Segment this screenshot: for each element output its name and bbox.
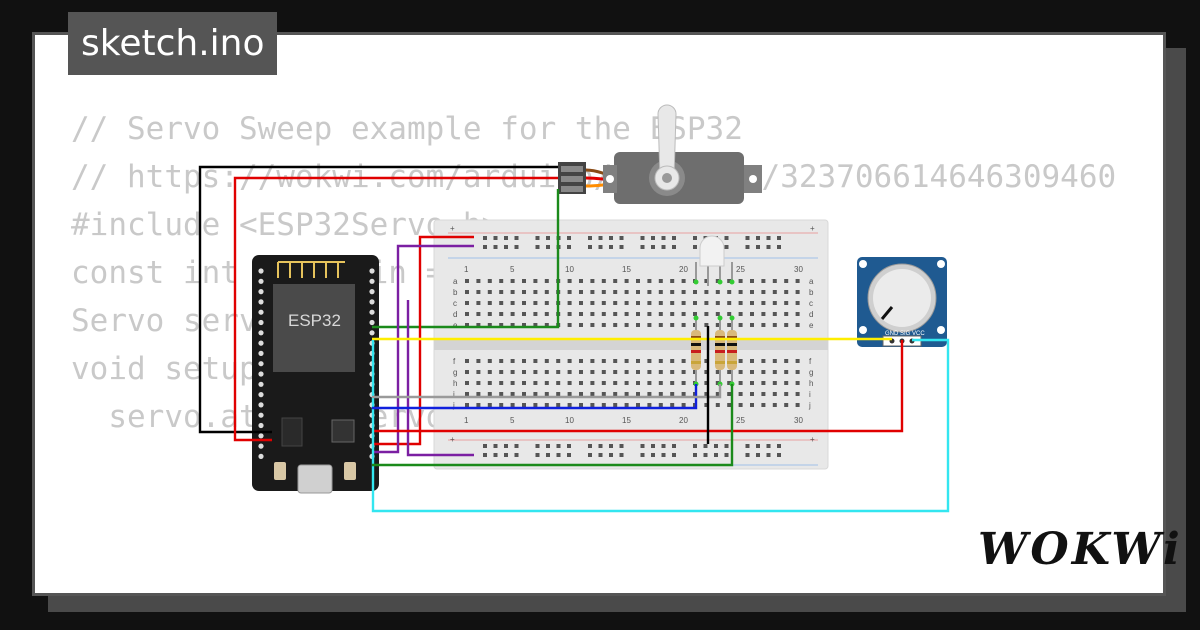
row-label: d: [809, 310, 813, 319]
row-label: j: [452, 401, 455, 410]
column-label: 20: [679, 416, 688, 425]
column-label: 1: [464, 265, 469, 274]
breadboard: + + + + 1 5 10 15 20 25 30 1 5 10 15 20 …: [433, 219, 829, 470]
reset-button[interactable]: [344, 462, 356, 480]
rail-plus-label: +: [810, 224, 815, 233]
usb-port: [297, 464, 333, 494]
rail-plus-label: +: [450, 224, 455, 233]
column-label: 30: [794, 416, 803, 425]
row-label: i: [809, 390, 811, 399]
row-label: c: [809, 299, 813, 308]
row-label: f: [453, 357, 456, 366]
rgb-led[interactable]: [693, 235, 735, 286]
column-label: 20: [679, 265, 688, 274]
row-label: f: [809, 357, 812, 366]
wire-green[interactable]: [372, 189, 560, 329]
potentiometer-knob[interactable]: [880, 306, 894, 320]
column-label: 5: [510, 416, 515, 425]
wire-blue[interactable]: [372, 384, 698, 410]
boot-button[interactable]: [274, 462, 286, 480]
row-label: a: [809, 277, 814, 286]
row-label: e: [453, 321, 458, 330]
column-label: 30: [794, 265, 803, 274]
sketch-filename: sketch.ino: [68, 12, 278, 75]
column-label: 10: [565, 265, 574, 274]
wires: [198, 165, 950, 513]
wire-purple[interactable]: [406, 300, 474, 457]
rail-plus-label: +: [450, 435, 455, 444]
column-label: 25: [736, 416, 745, 425]
pot-pin-labels: GND SIG VCC: [885, 331, 925, 337]
wire-red[interactable]: [372, 340, 904, 433]
row-label: h: [453, 379, 457, 388]
column-label: 15: [622, 265, 631, 274]
esp32-board[interactable]: ESP32: [252, 255, 379, 494]
potentiometer[interactable]: GND SIG VCC: [857, 257, 947, 347]
wire-red[interactable]: [372, 235, 474, 446]
row-label: b: [809, 288, 814, 297]
servo-motor[interactable]: [558, 104, 762, 204]
column-label: 5: [510, 265, 515, 274]
row-label: h: [809, 379, 813, 388]
row-label: a: [453, 277, 458, 286]
wokwi-logo: WOKWi: [978, 524, 1183, 575]
row-label: b: [453, 288, 458, 297]
row-label: j: [808, 401, 811, 410]
esp32-label: ESP32: [288, 311, 341, 330]
esp32-chip: [273, 284, 355, 372]
column-label: 10: [565, 416, 574, 425]
rail-plus-label: +: [810, 435, 815, 444]
row-label: c: [453, 299, 457, 308]
wire-red[interactable]: [233, 176, 558, 442]
wire-gray[interactable]: [372, 384, 722, 399]
wire-purple[interactable]: [372, 244, 474, 454]
wire-cyan[interactable]: [371, 338, 950, 513]
column-label: 25: [736, 265, 745, 274]
row-label: e: [809, 321, 814, 330]
column-label: 1: [464, 416, 469, 425]
row-label: g: [809, 368, 813, 377]
row-label: i: [453, 390, 455, 399]
column-label: 15: [622, 416, 631, 425]
row-label: d: [453, 310, 457, 319]
wire-green[interactable]: [372, 384, 734, 467]
row-label: g: [453, 368, 457, 377]
